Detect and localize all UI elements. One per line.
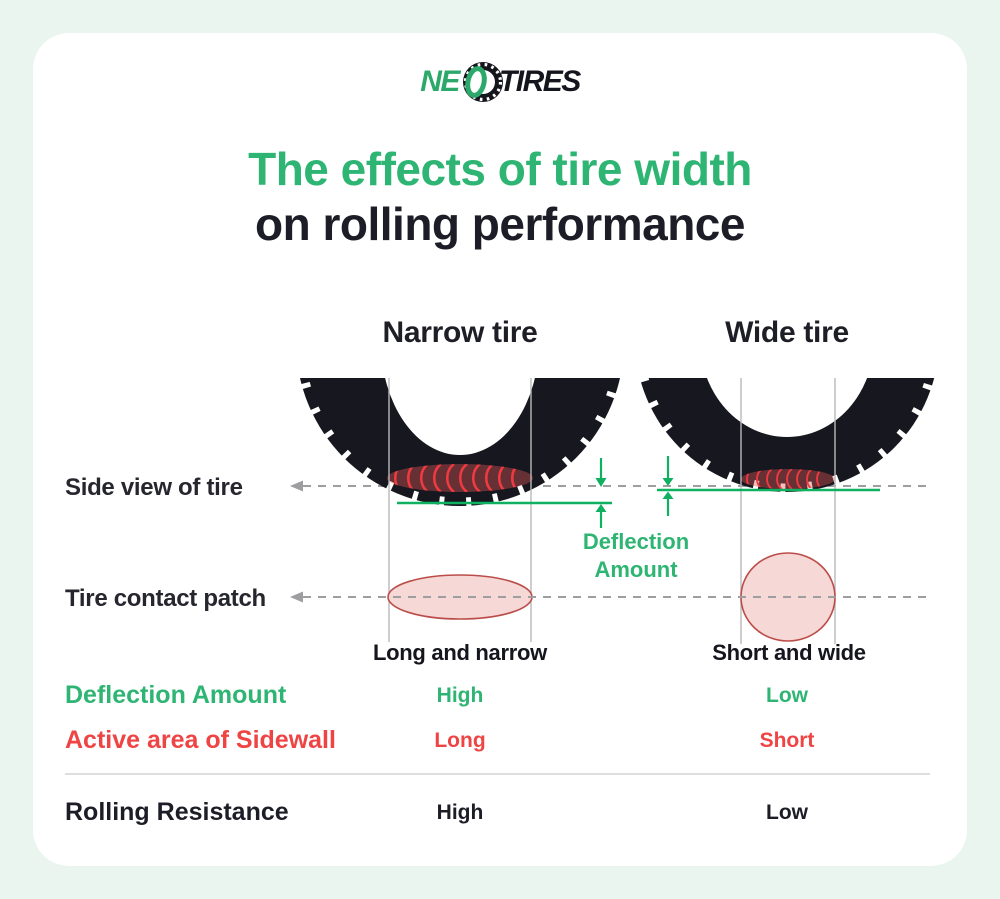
- side-view-dashed-line: [290, 480, 930, 492]
- deflection-annotation-line2: Amount: [594, 557, 678, 582]
- contact-patch-dashed-line: [290, 591, 930, 603]
- infographic-title: The effects of tire width on rolling per…: [0, 142, 1000, 252]
- rolling-narrow-value: High: [437, 801, 484, 824]
- sidewall-row-label: Active area of Sidewall: [65, 726, 336, 754]
- long-and-narrow-label: Long and narrow: [373, 640, 548, 665]
- wide-tire-illustration: [639, 378, 935, 493]
- deflection-wide-value: Low: [766, 684, 809, 707]
- deflection-annotation: Deflection Amount: [583, 529, 689, 582]
- logo-ne-text: NE: [420, 65, 460, 98]
- brand-logo: NE TIRES: [0, 56, 1000, 108]
- narrow-tire-heading: Narrow tire: [382, 316, 537, 349]
- title-line-2: on rolling performance: [255, 198, 745, 250]
- rolling-resistance-row-label: Rolling Resistance: [65, 798, 289, 826]
- sidewall-wide-value: Short: [760, 729, 815, 752]
- deflection-indicators: [397, 456, 880, 528]
- side-view-label: Side view of tire: [65, 474, 243, 501]
- short-and-wide-label: Short and wide: [712, 640, 866, 665]
- deflection-narrow-value: High: [437, 684, 484, 707]
- left-arrow-icon: [290, 591, 303, 603]
- arrow-up-icon: [662, 491, 674, 499]
- deflection-annotation-line1: Deflection: [583, 529, 689, 554]
- sidewall-row: Active area of Sidewall Long Short: [65, 726, 814, 754]
- narrow-tire-illustration: [299, 378, 621, 507]
- wide-tire-heading: Wide tire: [725, 316, 849, 349]
- tire-wheel-icon: [462, 62, 503, 102]
- arrow-up-icon: [595, 504, 607, 512]
- arrow-down-icon: [595, 478, 607, 487]
- contact-patch-label: Tire contact patch: [65, 585, 266, 612]
- deflection-amount-row: Deflection Amount High Low: [65, 681, 809, 709]
- rolling-wide-value: Low: [766, 801, 809, 824]
- deflection-amount-row-label: Deflection Amount: [65, 681, 287, 709]
- logo-tires-text: TIRES: [498, 65, 581, 98]
- title-line-1: The effects of tire width: [248, 143, 752, 195]
- sidewall-narrow-value: Long: [434, 729, 485, 752]
- left-arrow-icon: [290, 480, 303, 492]
- arrow-down-icon: [662, 478, 674, 486]
- wide-contact-patch-on-tire: [741, 469, 835, 489]
- rolling-resistance-row: Rolling Resistance High Low: [65, 798, 809, 826]
